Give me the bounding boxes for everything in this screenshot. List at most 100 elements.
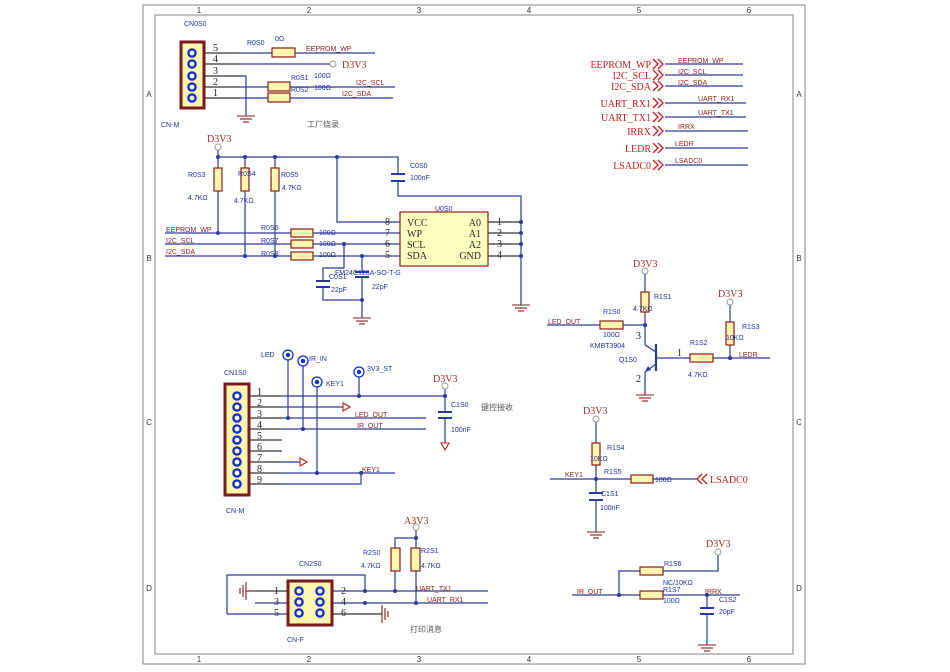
r0s8-resistor — [290, 251, 314, 261]
wire — [397, 181, 522, 305]
port-chevron-icon — [696, 473, 708, 485]
chevron — [657, 111, 664, 123]
port-name: UART_TX1 — [601, 113, 651, 124]
chevron — [657, 97, 664, 109]
q1s0-part: KMBT3904 — [590, 343, 625, 350]
power-port-icon — [214, 143, 222, 151]
col-label: 4 — [527, 6, 532, 15]
power-label: D3V3 — [718, 289, 742, 300]
r0s4-resistor — [240, 167, 250, 192]
c0s2-capacitor — [355, 271, 369, 278]
chevron — [652, 80, 659, 92]
pin-number: 3 — [257, 409, 262, 420]
row-label: D — [146, 584, 152, 593]
port-chevron-icon — [652, 142, 664, 154]
connector-pin — [232, 413, 242, 423]
row-label: B — [796, 254, 801, 263]
led-driver-labels: D3V3 R1S1 4.7KΩ LED_OUT R1S0 100Ω KMBT39… — [548, 259, 760, 385]
pin-number: 3 — [274, 597, 279, 608]
pin-number: 4 — [497, 250, 502, 261]
tp-ring — [282, 349, 294, 361]
wire — [644, 344, 657, 353]
connector-pin — [315, 608, 325, 618]
net-label: UART_TX1 — [416, 586, 452, 593]
r0s6-ref: R0S6 — [261, 225, 279, 232]
r1s1-ref: R1S1 — [654, 294, 672, 301]
r0s1-value: 100Ω — [314, 73, 331, 80]
ground-icon — [239, 582, 247, 600]
cn0-labels: CN0S0 CN-M 工厂烧录 5 4 3 2 1 R0S0 0Ω EEPROM… — [161, 21, 385, 129]
testpoint-label: LED — [261, 352, 275, 359]
pin-name: A0 — [469, 218, 481, 229]
power-port-icon — [592, 415, 600, 423]
connector-pin — [232, 435, 242, 445]
connector-pin — [232, 446, 242, 456]
c0s1-capacitor — [316, 280, 330, 288]
cn0s0-connector — [179, 40, 206, 110]
signal-arrow-icon — [440, 442, 450, 452]
port-name: LEDR — [625, 144, 651, 155]
r1s5-value: 100Ω — [655, 477, 672, 484]
wire — [282, 473, 362, 485]
connector-pin — [187, 48, 197, 58]
cn0-note: 工厂烧录 — [307, 119, 339, 129]
q1s0-ref: Q1S0 — [619, 357, 637, 364]
r0s5-value: 4.7KΩ — [282, 185, 302, 192]
row-label: C — [146, 418, 152, 427]
signal-arrow-icon — [299, 457, 309, 467]
tp-center — [285, 352, 291, 358]
junction-dot — [363, 601, 367, 605]
r1s6-value: NC/10KΩ — [663, 580, 693, 587]
net-label: EEPROM_WP — [166, 227, 212, 234]
wire — [618, 570, 640, 595]
tp-center — [314, 379, 320, 385]
net-label: LED_OUT — [355, 412, 388, 419]
power-port-icon — [641, 267, 649, 275]
net-label: IR_OUT — [357, 423, 383, 430]
power-port-icon — [714, 548, 722, 556]
pin-number: 2 — [257, 398, 262, 409]
net-label: IRRX — [705, 589, 722, 596]
junction-dot — [393, 589, 397, 593]
power-label: D3V3 — [342, 60, 366, 71]
ground-icon — [237, 115, 255, 123]
tp-ring — [311, 376, 323, 388]
ir-labels: D3V3 R1S6 NC/10KΩ R1S7 100Ω IR_OUT IRRX … — [577, 539, 737, 616]
c1s1-ref: C1S1 — [601, 491, 619, 498]
u0s0-part: FM24C128A-SO-T-G — [335, 270, 401, 277]
c1s2-capacitor — [700, 607, 714, 615]
chevron — [652, 97, 659, 109]
net-label: LSADC0 — [675, 158, 702, 165]
chevron — [652, 69, 659, 81]
pin-number: 5 — [213, 43, 218, 54]
tp-ring — [353, 366, 365, 378]
wire — [240, 75, 247, 116]
power-label: D3V3 — [583, 406, 607, 417]
r0s4-value: 4.7KΩ — [234, 198, 254, 205]
r0s0-ref: R0S0 — [247, 40, 265, 47]
cn2-note: 打印消息 — [410, 624, 442, 634]
junction-dot — [360, 298, 364, 302]
row-label: D — [796, 584, 802, 593]
power-label: D3V3 — [706, 539, 730, 550]
pin-number: 8 — [385, 217, 390, 228]
pin-number: 6 — [341, 608, 346, 619]
chevron — [657, 142, 664, 154]
port-name: LSADC0 — [613, 161, 651, 172]
r1s7-ref: R1S7 — [663, 587, 681, 594]
r1s3-resistor — [725, 321, 735, 346]
power-label: A3V3 — [404, 516, 428, 527]
connector-pin — [232, 402, 242, 412]
key-labels: D3V3 R1S4 10KΩ KEY1 R1S5 100Ω LSADC0 C1S… — [565, 406, 748, 512]
c0s1-value: 22pF — [331, 287, 347, 294]
connector-pin — [232, 391, 242, 401]
r1s0-value: 100Ω — [603, 332, 620, 339]
wire — [394, 530, 417, 548]
r1s0-ref: R1S0 — [603, 309, 621, 316]
cn2-ref: CN2S0 — [299, 561, 322, 568]
pin-number: 5 — [274, 608, 279, 619]
pin-number: 3 — [636, 331, 641, 342]
pin-number: 1 — [274, 586, 279, 597]
connector-pin — [294, 608, 304, 618]
